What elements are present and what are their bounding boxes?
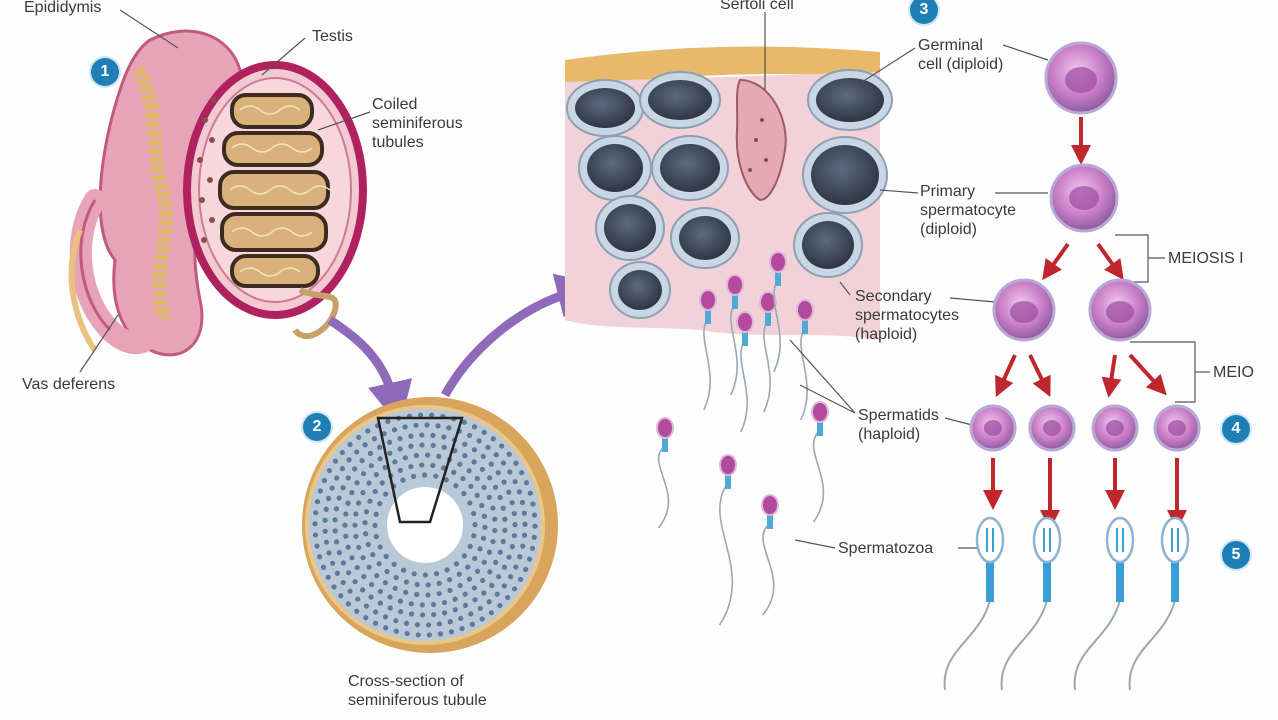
label-spermatids: Spermatids(haploid) [858,407,939,443]
step-badge-5: 5 [1222,541,1250,569]
developing-sperm [726,274,744,396]
step-badge-3: 3 [910,0,938,24]
developing-sperm [769,251,787,373]
spermatozoon [1000,516,1062,691]
spermatozoon [943,516,1005,691]
sperm-cell [811,401,829,523]
label-meiosis-1: MEIOSIS I [1168,250,1244,267]
sperm-cell [656,417,674,529]
spermatogenesis-flow [943,41,1210,691]
label-meiosis-2: MEIO [1213,364,1254,381]
developing-spermatids [699,251,814,433]
leader-lines-middle [764,12,919,549]
developing-sperm [736,311,754,433]
spermatozoa-free [656,401,829,626]
developing-sperm [796,299,814,421]
arrow-to-tubule-wall [441,273,602,398]
seminiferous-epithelium [565,46,893,340]
step-badge-1: 1 [91,58,119,86]
label-spermatozoa: Spermatozoa [838,540,934,557]
sperm-cell [761,494,779,616]
step-badge-2: 2 [303,413,331,441]
label-testis: Testis [312,28,353,45]
sperm-cell [718,454,737,626]
developing-sperm [699,289,717,411]
label-vas-deferens: Vas deferens [22,376,116,393]
tubule-cross-section [302,397,558,653]
testis-illustration [68,29,367,357]
spermatozoon [1128,516,1190,691]
label-epididymis: Epididymis [24,0,102,16]
arrow-to-cross-section [327,316,413,427]
step-badge-4: 4 [1222,415,1250,443]
leader-lines-left [79,9,371,373]
developing-sperm [759,291,777,413]
label-sertoli-cell: Sertoli cell [720,0,794,13]
spermatozoon [1073,516,1135,691]
